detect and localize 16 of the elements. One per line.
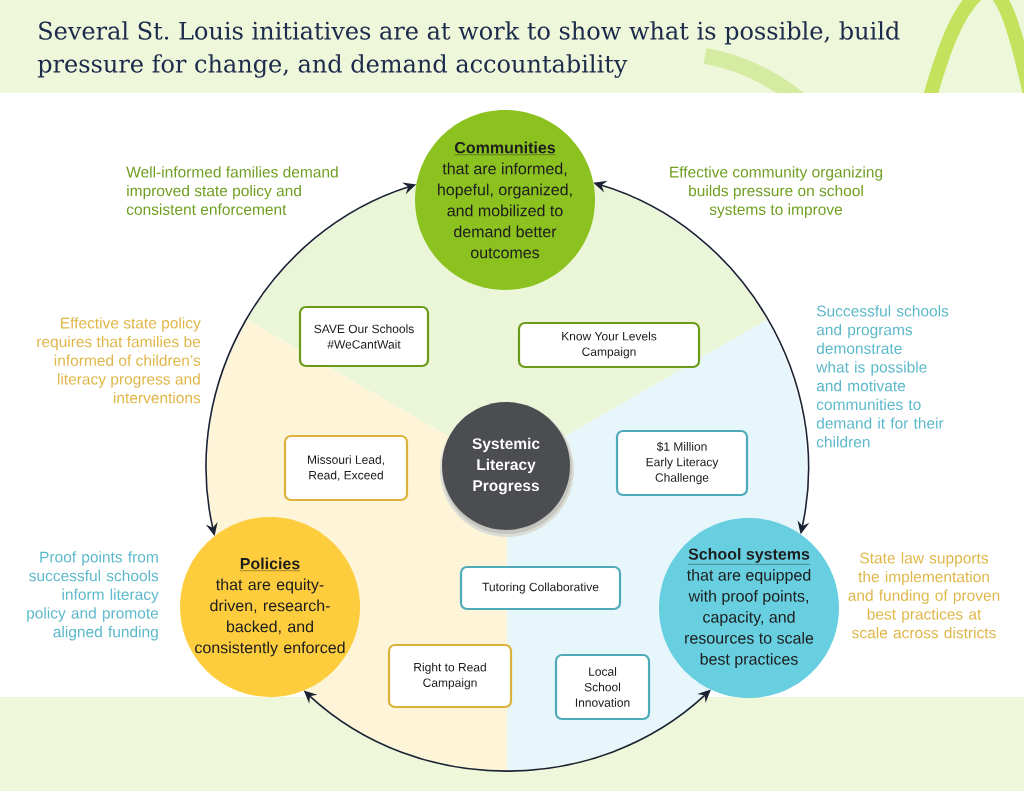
- annotation-text: Well-informed families demand improved state policy and consistent enforcement: [126, 166, 338, 215]
- title: Several St. Louis initiatives are at work to show what is possible, build pressure for change, and demand accountability: [0, 0, 1024, 93]
- initiative-box: Tutoring Collaborative: [459, 565, 622, 611]
- initiative-box: Right to Read Campaign: [387, 643, 513, 709]
- annotation-text: Successful schools and programs demonstrate what is possible and motivate communities to demand it for their children: [816, 305, 949, 448]
- initiative-box: Local School Innovation: [554, 653, 651, 721]
- initiative-box: $1 Million Early Literacy Challenge: [615, 429, 749, 497]
- circle-node: Policies that are equity-driven, research-backed, and consistently enforced: [180, 517, 360, 697]
- initiative-box: SAVE Our Schools #WeCantWait: [298, 305, 430, 368]
- annotation-text: Effective community organizing builds pressure on school systems to improve: [670, 166, 883, 219]
- annotation-text: Proof points from successful schools inform literacy policy and promote aligned funding: [27, 551, 159, 641]
- initiative-box: Missouri Lead, Read, Exceed: [283, 434, 409, 502]
- initiative-box: Know Your Levels Campaign: [517, 321, 701, 369]
- circle-node: Communities that are informed, hopeful, organized, and mobilized to demand better outcomes: [415, 110, 595, 290]
- annotation-text: Effective state policy requires that families be informed of children’s literacy progress and interventions: [37, 317, 201, 404]
- circle-node: School systems that are equipped with proof points, capacity, and resources to scale best practices: [659, 518, 839, 698]
